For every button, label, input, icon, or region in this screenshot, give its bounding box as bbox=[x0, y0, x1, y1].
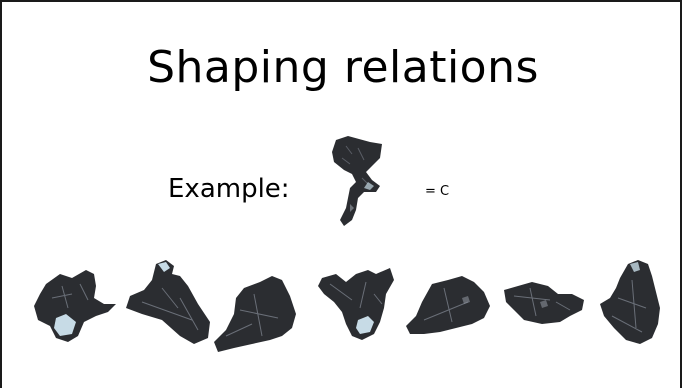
region-shape-1 bbox=[32, 264, 118, 344]
region-shape-5 bbox=[404, 274, 492, 338]
slide-title: Shaping relations bbox=[147, 42, 539, 93]
region-shape-2 bbox=[122, 258, 212, 346]
region-shape-6 bbox=[500, 280, 586, 328]
region-shape-3 bbox=[212, 274, 302, 354]
region-shape-7 bbox=[598, 258, 662, 346]
example-value-label: = C bbox=[425, 184, 450, 199]
region-shape-4 bbox=[316, 264, 402, 344]
example-shape-image bbox=[328, 136, 388, 228]
example-label: Example: bbox=[168, 174, 290, 204]
